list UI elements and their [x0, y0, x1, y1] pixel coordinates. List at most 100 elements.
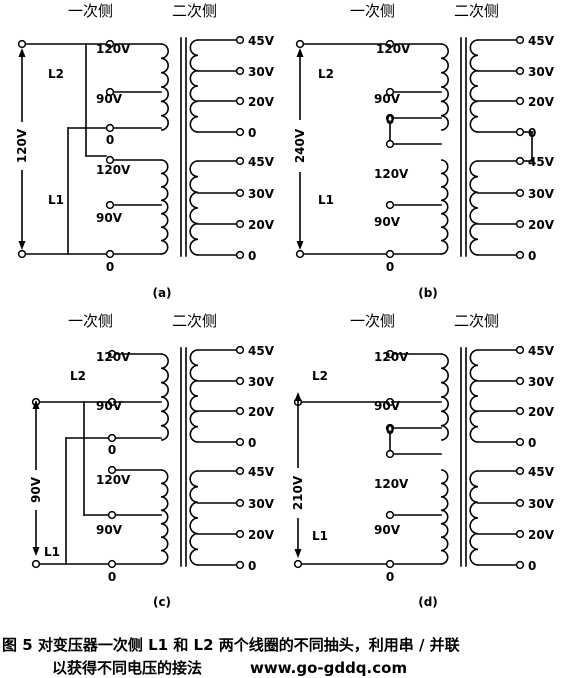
terminal	[235, 219, 245, 229]
terminal	[515, 498, 525, 508]
terminal	[107, 559, 117, 569]
primary-side-title: 一次侧	[350, 312, 395, 330]
primary-side-title: 一次侧	[68, 2, 113, 20]
terminal	[235, 529, 245, 539]
input-voltage: 120V	[15, 128, 29, 163]
terminal	[515, 345, 525, 355]
arrowhead	[294, 392, 302, 401]
terminal	[385, 559, 395, 569]
secondary-tap-label: 30V	[248, 375, 275, 389]
terminal	[17, 39, 27, 49]
terminal	[515, 250, 525, 260]
terminal	[515, 466, 525, 476]
terminal	[515, 127, 525, 137]
secondary-tap-label: 30V	[528, 375, 555, 389]
secondary-tap-label: 45V	[528, 344, 555, 358]
terminal	[515, 156, 525, 166]
secondary-tap-label: 0	[248, 126, 256, 140]
coil-label-l1: L1	[312, 529, 328, 543]
terminal	[235, 406, 245, 416]
label: 0	[386, 260, 394, 274]
primary-winding	[160, 353, 169, 565]
arrowhead	[18, 241, 26, 250]
terminal	[235, 250, 245, 260]
label: 0	[106, 260, 114, 274]
label: 0	[386, 113, 394, 127]
label: 120V	[374, 477, 409, 491]
panel-label: (d)	[418, 595, 438, 609]
coil-label-l1: L1	[318, 193, 334, 207]
secondary-coil-upper	[189, 349, 199, 443]
label: 120V	[374, 167, 409, 181]
label: 0	[386, 570, 394, 584]
terminal	[515, 96, 525, 106]
secondary-side-title: 二次侧	[172, 312, 217, 330]
terminal	[515, 66, 525, 76]
label: 90V	[374, 92, 401, 106]
label: 90V	[96, 211, 123, 225]
primary-winding	[440, 353, 449, 565]
terminal	[385, 510, 395, 520]
arrowhead	[296, 48, 304, 57]
terminal	[17, 249, 27, 259]
label: 0	[108, 443, 116, 457]
secondary-tap-label: 20V	[528, 405, 555, 419]
secondary-tap-label: 20V	[528, 218, 555, 232]
terminal	[295, 249, 305, 259]
secondary-tap-label: 45V	[528, 34, 555, 48]
label: 120V	[374, 350, 409, 364]
secondary-tap-label: 20V	[248, 528, 275, 542]
arrow-gap	[12, 122, 32, 170]
secondary-tap-label: 45V	[248, 155, 275, 169]
terminal	[105, 200, 115, 210]
arrow-gap	[288, 468, 308, 518]
input-voltage: 240V	[293, 128, 307, 163]
secondary-tap-label: 20V	[248, 405, 275, 419]
label: 0	[386, 423, 394, 437]
arrow-gap	[290, 120, 310, 172]
primary-coil-l2	[160, 43, 169, 131]
terminal	[105, 249, 115, 259]
secondary-tap-label: 45V	[528, 465, 555, 479]
panel-b: 一次侧二次侧120V90V0120V90V0240VL2L145V30V20V0…	[290, 2, 555, 300]
terminal	[515, 376, 525, 386]
panel-label: (c)	[153, 595, 171, 609]
secondary-tap-label: 0	[248, 436, 256, 450]
caption-text-2: 以获得不同电压的接法	[52, 659, 203, 677]
secondary-tap-label: 30V	[528, 497, 555, 511]
secondary-tap-label: 30V	[248, 187, 275, 201]
arrowhead	[296, 241, 304, 250]
secondary-tap-label: 30V	[528, 65, 555, 79]
label: 90V	[96, 523, 123, 537]
coil-label-l1: L1	[48, 193, 64, 207]
secondary-tap-label: 0	[248, 249, 256, 263]
label: 120V	[96, 163, 131, 177]
terminal	[293, 559, 303, 569]
coil-label-l2: L2	[312, 369, 328, 383]
primary-winding	[440, 43, 449, 255]
coil-label-l2: L2	[318, 67, 334, 81]
secondary-side-title: 二次侧	[454, 312, 499, 330]
primary-coil-l2	[440, 353, 449, 441]
terminal	[235, 35, 245, 45]
terminal	[31, 559, 41, 569]
coil-label-l1: L1	[44, 545, 60, 559]
primary-side-title: 一次侧	[68, 312, 113, 330]
panel-label: (b)	[418, 286, 438, 300]
primary-coil-l1	[160, 159, 169, 255]
terminal	[385, 200, 395, 210]
primary-coil-l2	[440, 43, 449, 131]
secondary-tap-label: 20V	[248, 95, 275, 109]
caption-line-1: 图 5 对变压器一次侧 L1 和 L2 两个线圈的不同抽头，利用串 / 并联	[2, 636, 460, 654]
label: 90V	[374, 523, 401, 537]
input-voltage: 90V	[29, 476, 43, 503]
secondary-coil-lower	[469, 160, 479, 256]
arrowhead	[32, 400, 40, 409]
terminal	[235, 345, 245, 355]
secondary-tap-label: 20V	[248, 218, 275, 232]
terminal	[235, 560, 245, 570]
